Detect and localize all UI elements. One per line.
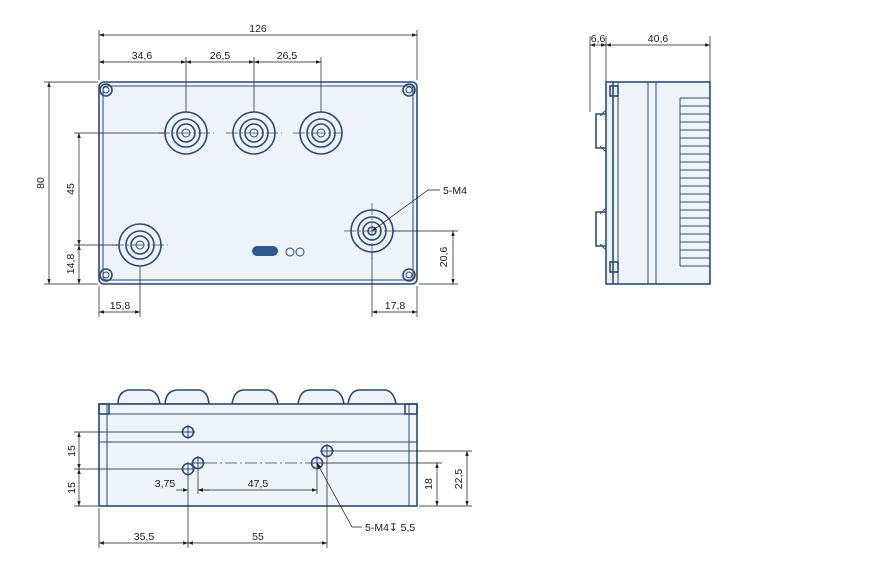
indicator-1 [285,247,295,257]
dim-bottom-h1: 3,75 [155,478,176,490]
dim-overall-width: 126 [249,23,267,35]
dim-bottom-r2: 22,5 [453,469,465,490]
callout-bottom-holes: 5-M4↧ 5,5 [365,522,415,534]
dim-bottom-v2: 15 [66,482,78,494]
corner-screw-bl [99,268,113,282]
dim-spacing-3: 26,5 [277,50,298,62]
dim-side-depth: 40,6 [648,33,669,45]
dim-right-offset: 17,8 [385,300,406,312]
bottom-hole-2 [181,462,195,476]
dim-side-flange: 6,6 [591,33,606,45]
indicator-2 [295,247,305,257]
dim-bottom-r1: 18 [423,478,435,490]
dim-height-45: 45 [65,183,77,195]
dim-spacing-2: 26,5 [210,50,231,62]
dim-left-offset: 15,8 [110,300,131,312]
heatsink-fins [679,97,710,267]
bottom-hole-4 [320,444,334,458]
dim-bottom-h4: 55 [252,531,264,543]
front-view: 126 34,6 26,5 26,5 80 45 14,8 15,8 17,8 … [35,23,467,317]
corner-screw-tl [99,83,113,97]
dim-right-height: 20,6 [438,247,450,268]
dim-height-14-8: 14,8 [65,254,77,275]
dim-overall-height: 80 [35,177,47,189]
corner-screw-br [402,268,416,282]
status-led [252,246,278,256]
callout-front-holes: 5-M4 [443,185,467,197]
dim-bottom-v1: 15 [66,445,78,457]
corner-screw-tr [402,83,416,97]
dim-bottom-h2: 47,5 [248,478,269,490]
bottom-view: 15 15 3,75 47,5 35,5 55 18 22,5 5-M4↧ 5,… [66,389,472,548]
side-view: 6,6 40,6 [589,33,711,285]
bottom-hole-1 [181,425,195,439]
bottom-hole-3 [191,456,205,470]
dim-bottom-h3: 35,5 [134,531,155,543]
dim-spacing-1: 34,6 [132,50,153,62]
